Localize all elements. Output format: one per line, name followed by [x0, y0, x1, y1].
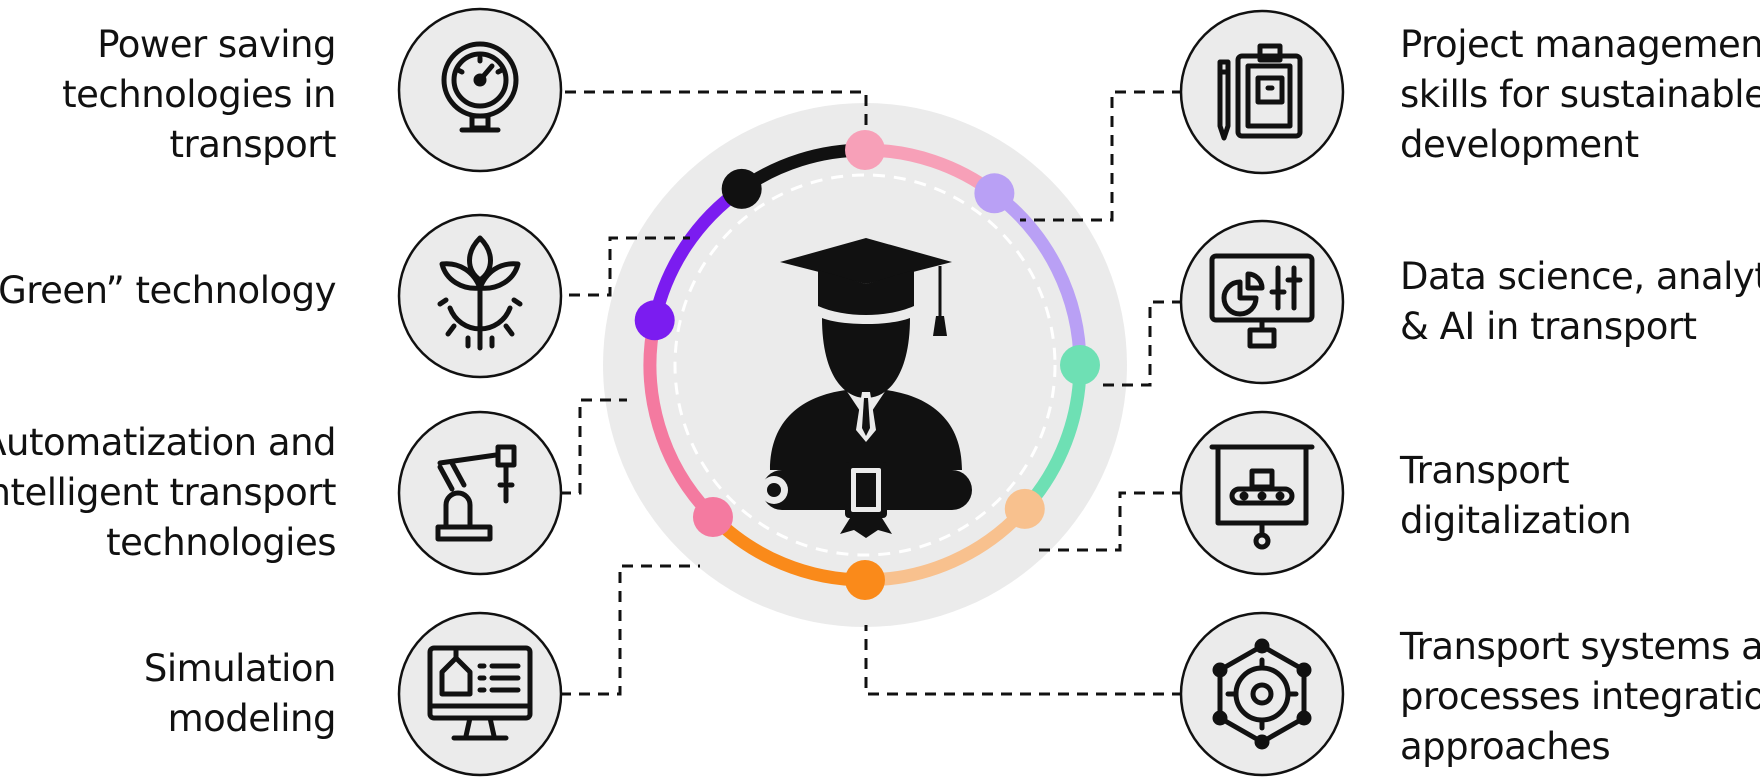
label-line: Data science, analytics	[1400, 255, 1760, 298]
connector-simulation	[560, 564, 700, 696]
label-line: Simulation	[143, 647, 337, 690]
icon-circle-simulation	[397, 611, 563, 777]
label-project-management: Project management skills for sustainabl…	[1400, 20, 1760, 170]
icon-circle-project-management	[1179, 9, 1345, 175]
connector-transport-digitalization	[1036, 491, 1183, 552]
label-line: modeling	[167, 697, 337, 740]
label-line: Transport systems and	[1400, 625, 1760, 668]
monitor-simulation-icon	[427, 645, 533, 741]
node-lower-right	[1004, 488, 1045, 529]
icon-circle-power-saving	[397, 7, 563, 173]
label-line: development	[1400, 123, 1639, 166]
node-top	[845, 130, 885, 170]
label-line: skills for sustainable	[1400, 73, 1760, 116]
label-green-technology: “Green” technology	[0, 266, 337, 316]
leaf-gear-icon	[437, 235, 523, 351]
label-line: processes integration	[1400, 675, 1760, 718]
label-line: “Green” technology	[0, 269, 337, 312]
label-line: Transport	[1400, 449, 1570, 492]
label-line: approaches	[1400, 725, 1611, 768]
node-right	[1060, 345, 1100, 385]
conveyor-screen-icon	[1209, 444, 1315, 550]
label-line: digitalization	[1400, 499, 1632, 542]
arc-lavender	[990, 188, 1087, 366]
label-line: technologies in	[62, 73, 336, 116]
node-lower-left	[692, 497, 733, 538]
inner-dashed-circle	[673, 173, 1057, 557]
label-power-saving: Power saving technologies in transport	[62, 20, 336, 170]
label-line: & AI in transport	[1400, 305, 1697, 348]
graduate-with-diploma-icon	[760, 238, 972, 538]
icon-circle-systems-integration	[1179, 611, 1345, 777]
robotic-arm-icon	[435, 444, 517, 542]
connector-data-science	[1100, 300, 1183, 387]
connector-systems-integration	[864, 625, 1183, 696]
ring-nodes	[634, 130, 1100, 600]
icon-circle-automatization	[397, 410, 563, 576]
arc-peach	[864, 504, 1030, 587]
connector-automatization	[560, 398, 627, 495]
pressure-gauge-icon	[441, 41, 519, 133]
label-line: Power saving	[97, 23, 336, 66]
label-line: intelligent transport	[0, 471, 337, 514]
network-gear-icon	[1212, 638, 1312, 750]
arc-pink	[643, 318, 718, 522]
label-automatization: Automatization and intelligent transport…	[0, 418, 337, 568]
label-line: Project management	[1400, 23, 1760, 66]
label-data-science: Data science, analytics & AI in transpor…	[1400, 252, 1760, 352]
label-line: technologies	[106, 521, 336, 564]
arc-orange	[708, 512, 866, 587]
icon-circle-data-science	[1179, 219, 1345, 385]
label-simulation: Simulation modeling	[143, 644, 337, 744]
node-upper-right	[974, 173, 1015, 214]
node-bottom	[845, 560, 885, 600]
label-line: Automatization and	[0, 421, 337, 464]
node-upper-left	[721, 168, 762, 209]
connector-power-saving	[565, 90, 868, 150]
connector-project-management	[1020, 90, 1183, 222]
connector-lines	[550, 90, 1183, 696]
label-transport-digitalization: Transport digitalization	[1400, 446, 1632, 546]
label-line: transport	[169, 123, 337, 166]
connector-green-technology	[550, 236, 690, 297]
label-systems-integration: Transport systems and processes integrat…	[1400, 622, 1760, 772]
clipboard-pencil-icon	[1217, 43, 1303, 141]
analytics-board-icon	[1209, 253, 1315, 349]
node-left	[634, 300, 675, 341]
